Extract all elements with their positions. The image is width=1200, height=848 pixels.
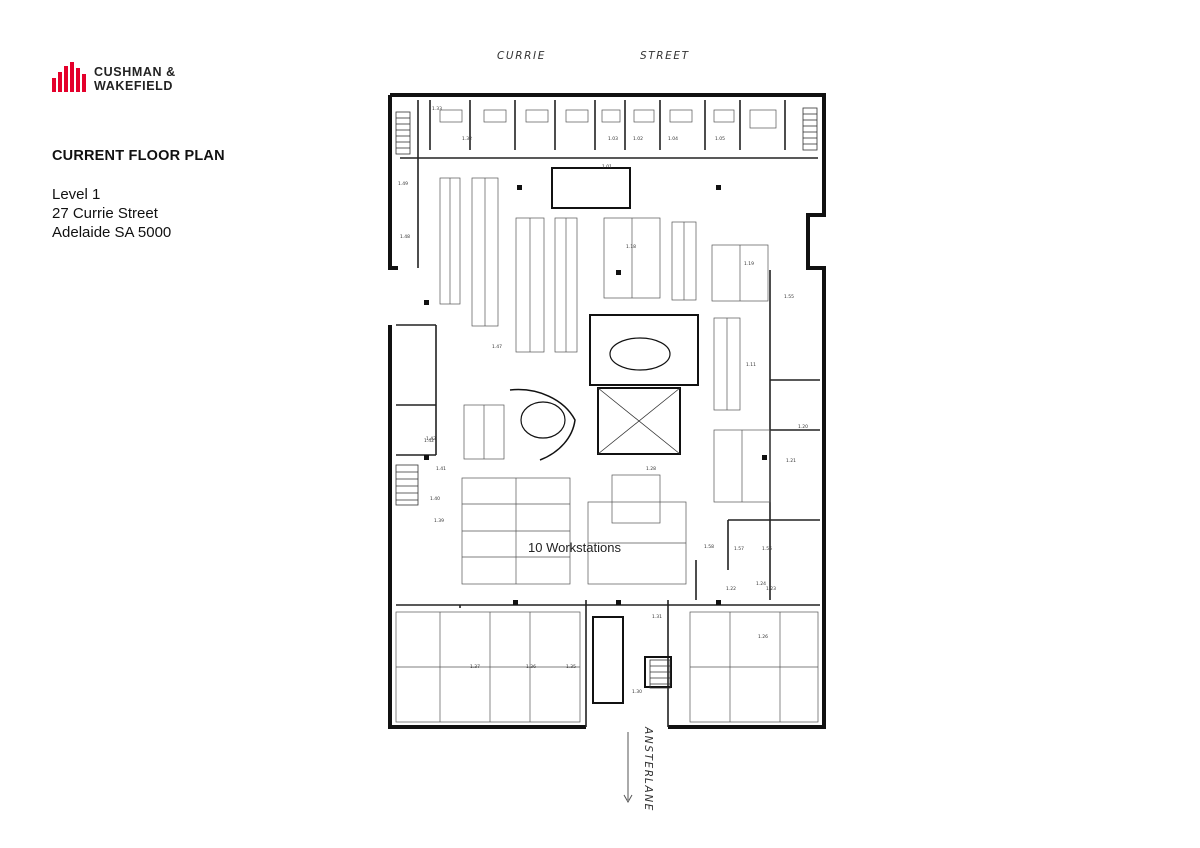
room-label: 1.21 bbox=[786, 458, 796, 464]
address-street: 27 Currie Street bbox=[52, 205, 158, 222]
room-label: 1.42 bbox=[424, 438, 434, 444]
room-label: 1.30 bbox=[632, 689, 642, 695]
logo-text-line1: CUSHMAN & bbox=[94, 65, 176, 79]
room-label: 1.43 bbox=[426, 436, 436, 442]
room-labels: 1.33 1.32 1.03 1.02 1.04 1.05 1.49 1.48 … bbox=[398, 106, 808, 695]
room-label: 1.05 bbox=[715, 136, 725, 142]
workstations-annotation: 10 Workstations bbox=[528, 540, 621, 555]
room-label: 1.39 bbox=[434, 518, 444, 524]
workstation-blocks bbox=[395, 177, 819, 723]
room-label: 1.20 bbox=[798, 424, 808, 430]
address-city: Adelaide SA 5000 bbox=[52, 224, 172, 241]
room-label: 1.41 bbox=[436, 466, 446, 472]
room-label: 1.04 bbox=[668, 136, 678, 142]
room-label: 1.19 bbox=[744, 261, 754, 267]
room-label: 1.28 bbox=[646, 466, 656, 472]
outer-walls bbox=[388, 93, 826, 729]
feature-rooms bbox=[509, 167, 699, 704]
room-label: 1.40 bbox=[430, 496, 440, 502]
room-label: 1.18 bbox=[626, 244, 636, 250]
room-label: 1.24 bbox=[756, 581, 766, 587]
room-label: 1.36 bbox=[526, 664, 536, 670]
room-label: 1.55 bbox=[784, 294, 794, 300]
columns bbox=[424, 185, 767, 605]
room-label: 1.49 bbox=[398, 181, 408, 187]
room-label: 1.23 bbox=[766, 586, 776, 592]
room-label: 1.48 bbox=[400, 234, 410, 240]
street-name-street: STREET bbox=[640, 50, 690, 62]
inner-walls bbox=[396, 100, 820, 727]
lane-name-anster: ANSTER bbox=[642, 727, 654, 779]
logo-mark-icon bbox=[52, 62, 86, 92]
cushman-wakefield-logo: CUSHMAN & WAKEFIELD bbox=[52, 62, 202, 94]
room-label: 1.56 bbox=[762, 546, 772, 552]
office-desks bbox=[439, 109, 777, 524]
room-label: 1.57 bbox=[734, 546, 744, 552]
stair-cores bbox=[395, 107, 818, 689]
level-label: Level 1 bbox=[52, 186, 101, 203]
room-label: 1.35 bbox=[566, 664, 576, 670]
lane-arrow bbox=[623, 732, 633, 804]
room-label: 1.47 bbox=[492, 344, 502, 350]
lane-name-lane: LANE bbox=[642, 778, 654, 812]
room-label: 1.22 bbox=[726, 586, 736, 592]
room-label: 1.32 bbox=[462, 136, 472, 142]
room-label: 1.33 bbox=[432, 106, 442, 112]
room-label: 1.01 bbox=[602, 164, 612, 170]
room-label: 1.03 bbox=[608, 136, 618, 142]
room-label: 1.58 bbox=[704, 544, 714, 550]
room-label: 1.26 bbox=[758, 634, 768, 640]
room-label: 1.31 bbox=[652, 614, 662, 620]
light-wells bbox=[597, 387, 681, 455]
street-name-currie: CURRIE bbox=[497, 50, 546, 62]
room-label: 1.37 bbox=[470, 664, 480, 670]
plan-title: CURRENT FLOOR PLAN bbox=[52, 148, 225, 164]
logo-text-line2: WAKEFIELD bbox=[94, 79, 174, 93]
room-label: 1.11 bbox=[746, 362, 756, 368]
room-label: 1.02 bbox=[633, 136, 643, 142]
